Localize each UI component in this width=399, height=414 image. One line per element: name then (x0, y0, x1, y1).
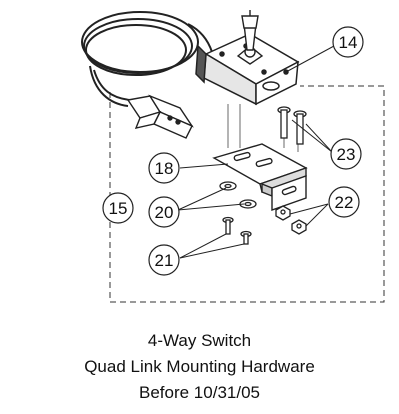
callout-14: 14 (332, 26, 364, 58)
callout-20: 20 (148, 196, 180, 228)
caption-subtitle: Quad Link Mounting Hardware (84, 357, 315, 376)
leader-lines (177, 45, 335, 259)
mounting-bracket (212, 143, 308, 211)
nuts (275, 205, 307, 235)
callout-18: 18 (148, 152, 180, 184)
callout-22: 22 (328, 186, 360, 218)
svg-text:15: 15 (109, 199, 128, 218)
svg-text:22: 22 (335, 193, 354, 212)
callout-15: 15 (102, 192, 134, 224)
callout-23: 23 (330, 138, 362, 170)
svg-text:14: 14 (339, 33, 358, 52)
svg-text:21: 21 (155, 251, 174, 270)
caption-date-note: Before 10/31/05 (139, 383, 260, 402)
joystick-lever (236, 10, 264, 65)
callout-21: 21 (148, 244, 180, 276)
svg-text:20: 20 (155, 203, 174, 222)
exploded-parts-diagram: 14 15 18 20 21 22 23 (81, 10, 385, 303)
svg-text:18: 18 (155, 159, 174, 178)
svg-text:23: 23 (337, 145, 356, 164)
assembly-dashed-boundary (109, 85, 385, 303)
db9-connector (126, 94, 194, 139)
coiled-cable (81, 11, 213, 107)
caption-title: 4-Way Switch (147, 331, 252, 350)
switch-housing (195, 33, 300, 106)
long-screws (277, 106, 307, 145)
short-screws (222, 216, 252, 245)
